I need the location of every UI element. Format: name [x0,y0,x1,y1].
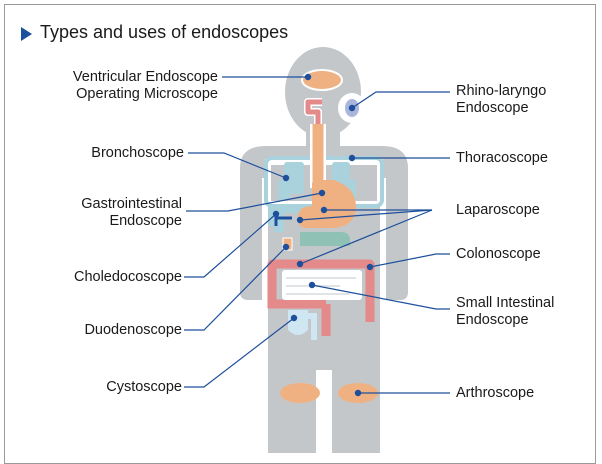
duodenum [300,232,350,246]
label-thoracoscope: Thoracoscope [456,150,548,167]
label-bronchoscope: Bronchoscope [91,145,184,162]
left-lung-lobe [278,180,290,200]
label-arthroscope: Arthroscope [456,385,534,402]
label-small-intestinal-endoscope: Small Intestinal Endoscope [456,295,554,329]
label-duodenoscope: Duodenoscope [84,322,182,339]
label-gastrointestinal-endoscope: Gastrointestinal Endoscope [81,196,182,230]
body-silhouette [240,47,408,453]
bladder [288,310,308,335]
label-cystoscope: Cystoscope [106,379,182,396]
label-choledocoscope: Choledocoscope [74,269,182,286]
label-laparoscope: Laparoscope [456,202,540,219]
label-rhino-laryngo-endoscope: Rhino-laryngo Endoscope [456,83,546,117]
label-colonoscope: Colonoscope [456,246,541,263]
left-knee [280,383,320,403]
label-ventricular-endoscope: Ventricular Endoscope Operating Microsco… [73,69,218,103]
